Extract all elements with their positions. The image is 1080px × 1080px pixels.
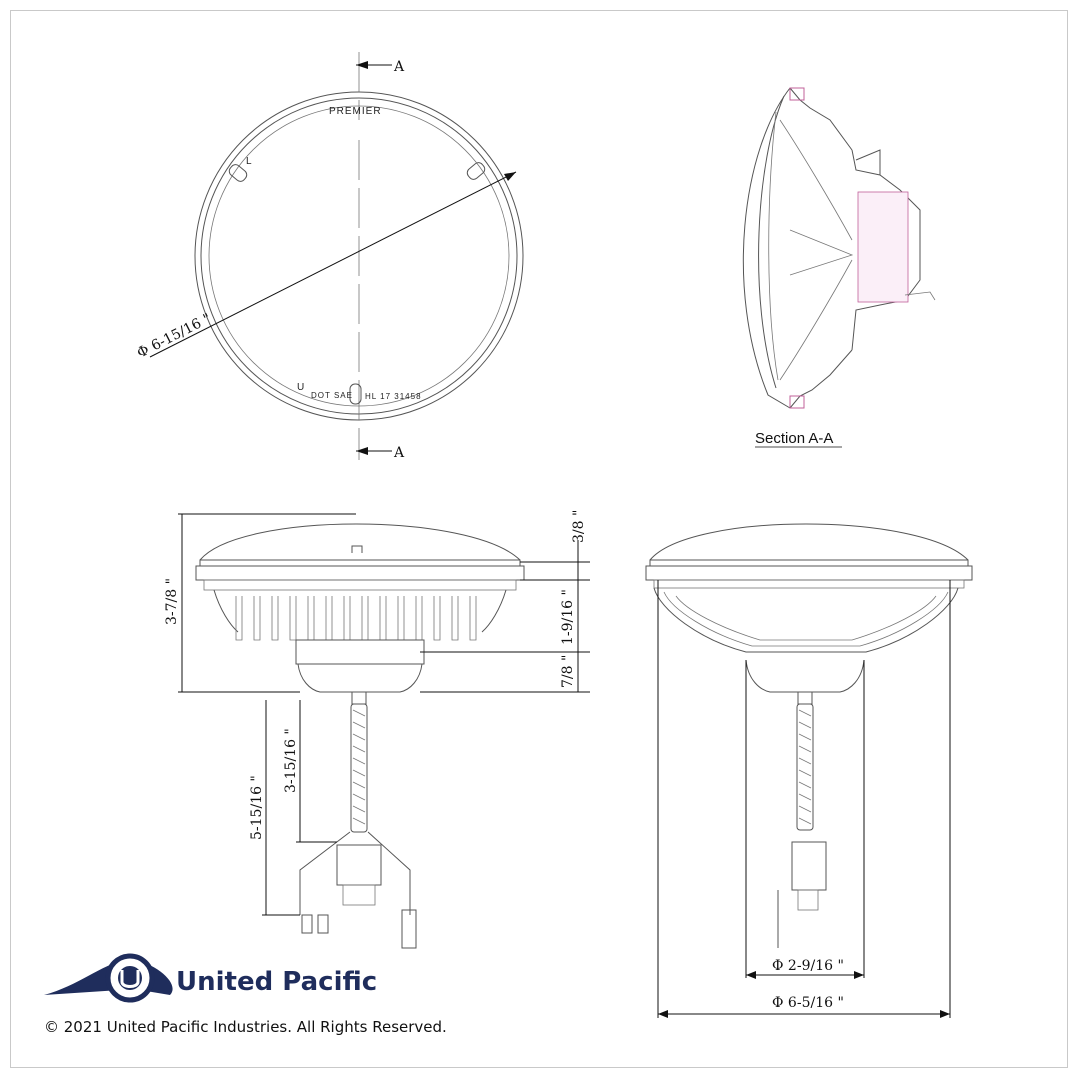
front-view: A A Φ 6-15/16 " PREMIER L U DOT SAE HL 1… — [135, 52, 524, 461]
lamp-side-mark: L — [246, 156, 253, 167]
diameter-label: Φ 6-15/16 " — [135, 311, 214, 362]
side-view: 3-7/8 " 3/8 " 1-9/16 " 7/8 " 3-15/16 " 5… — [164, 510, 590, 949]
section-marker-bottom: A — [393, 445, 405, 461]
united-pacific-logo-icon — [44, 953, 173, 1003]
lens-height-label: 3/8 " — [571, 510, 587, 543]
body-height-label: 1-9/16 " — [560, 589, 576, 645]
base-height-label: 7/8 " — [560, 655, 576, 688]
front-profile-view: Φ 2-9/16 " Φ 6-5/16 " — [645, 523, 973, 1018]
hl-mark: HL 17 31458 — [365, 392, 422, 401]
dot-mark: DOT SAE — [311, 391, 353, 400]
company-name: United Pacific — [176, 967, 378, 997]
cable-length-label: 3-15/16 " — [283, 728, 299, 793]
section-view: Section A-A — [742, 87, 936, 448]
section-marker-top: A — [393, 59, 405, 75]
section-caption: Section A-A — [755, 430, 833, 447]
height-total-label: 3-7/8 " — [164, 578, 180, 625]
brand-mark: PREMIER — [329, 106, 382, 117]
copyright-notice: © 2021 United Pacific Industries. All Ri… — [44, 1018, 447, 1036]
u-mark: U — [297, 382, 305, 393]
base-diameter-label: Φ 2-9/16 " — [772, 958, 844, 974]
connector-length-label: 5-15/16 " — [249, 775, 265, 840]
outer-diameter-label: Φ 6-5/16 " — [772, 995, 844, 1011]
page-frame — [10, 10, 1068, 1068]
